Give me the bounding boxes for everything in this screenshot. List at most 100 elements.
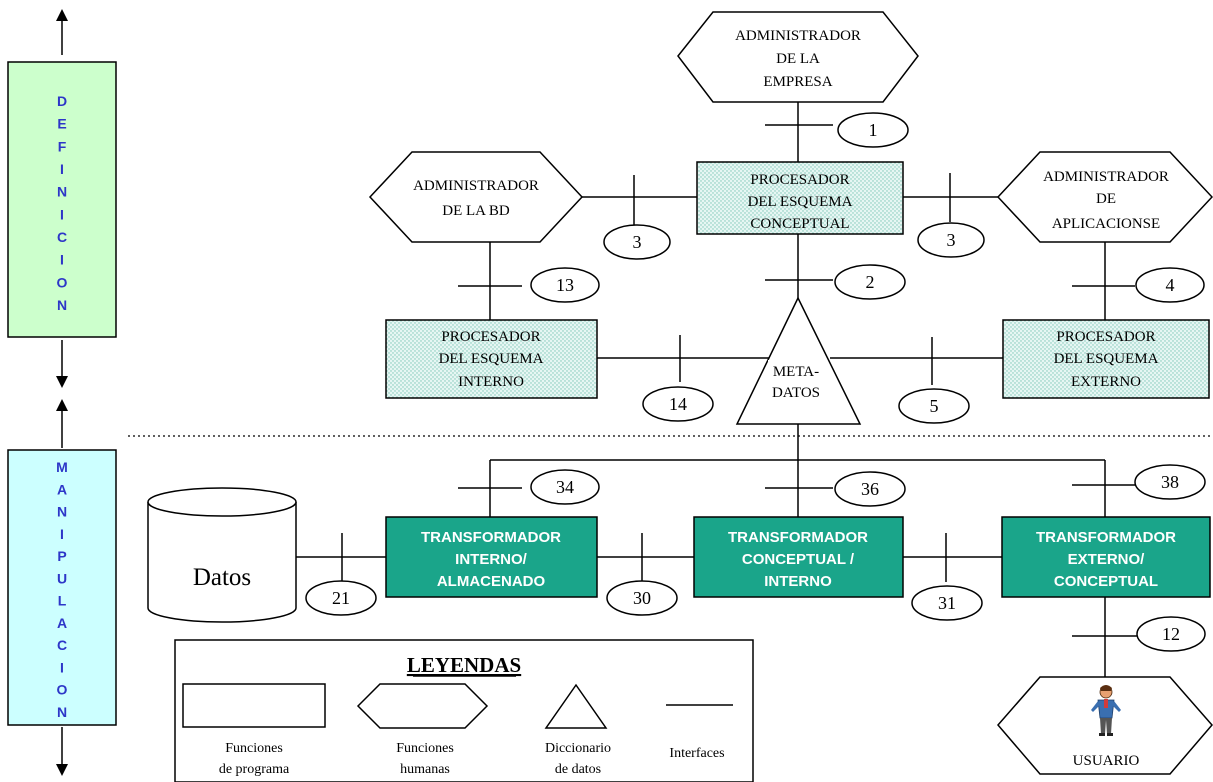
interface-label-5: 5 (898, 388, 970, 424)
interface-label-3: 3 (917, 222, 985, 258)
svg-text:ADMINISTRADOR: ADMINISTRADOR (413, 178, 539, 194)
interface-label-14: 14 (642, 386, 714, 422)
interface-label-3: 3 (603, 224, 671, 260)
user-figure-icon (1091, 685, 1121, 736)
svg-text:Funciones: Funciones (396, 741, 454, 756)
svg-text:14: 14 (669, 394, 687, 414)
interface-label-38: 38 (1134, 464, 1206, 500)
transformador-interno-node: TRANSFORMADOR INTERNO/ ALMACENADO (385, 516, 598, 598)
svg-text:META-: META- (773, 364, 819, 380)
svg-text:USUARIO: USUARIO (1073, 753, 1140, 769)
svg-text:36: 36 (861, 479, 879, 499)
svg-text:3: 3 (633, 232, 642, 252)
svg-text:CONCEPTUAL: CONCEPTUAL (1054, 573, 1158, 590)
interface-label-13: 13 (530, 267, 600, 303)
sidebar-letter: O (57, 274, 68, 290)
svg-text:Datos: Datos (193, 564, 251, 591)
sidebar-letter: L (58, 593, 67, 609)
svg-text:13: 13 (556, 275, 574, 295)
svg-text:INTERNO/: INTERNO/ (455, 551, 528, 568)
svg-text:TRANSFORMADOR: TRANSFORMADOR (1036, 529, 1176, 546)
interface-label-36: 36 (834, 471, 906, 507)
svg-text:4: 4 (1166, 275, 1175, 295)
interface-label-4: 4 (1135, 267, 1205, 303)
svg-text:Diccionario: Diccionario (545, 741, 611, 756)
svg-text:humanas: humanas (400, 762, 450, 777)
sidebar-letter: I (60, 526, 64, 542)
svg-text:CONCEPTUAL: CONCEPTUAL (750, 216, 849, 232)
sidebar-letter: A (57, 481, 67, 497)
svg-text:1: 1 (869, 120, 878, 140)
procesador-conceptual-node: PROCESADOR DEL ESQUEMA CONCEPTUAL (696, 161, 904, 235)
interface-label-34: 34 (530, 469, 600, 505)
svg-text:PROCESADOR: PROCESADOR (441, 329, 540, 345)
legend-triangle-shape (544, 683, 608, 729)
sidebar-letter: C (57, 637, 67, 653)
sidebar-letter: I (60, 161, 64, 177)
interface-label-30: 30 (606, 580, 678, 616)
svg-text:3: 3 (947, 230, 956, 250)
svg-text:31: 31 (938, 593, 956, 613)
procesador-externo-node: PROCESADOR DEL ESQUEMA EXTERNO (1002, 319, 1210, 399)
svg-text:12: 12 (1162, 624, 1180, 644)
svg-text:DE: DE (1096, 191, 1116, 207)
sidebar-letter: F (58, 138, 67, 154)
svg-text:APLICACIONSE: APLICACIONSE (1052, 216, 1160, 232)
svg-text:ALMACENADO: ALMACENADO (437, 573, 546, 590)
svg-text:34: 34 (556, 477, 574, 497)
sidebar-letter: E (57, 116, 66, 132)
svg-text:de datos: de datos (555, 762, 601, 777)
svg-text:PROCESADOR: PROCESADOR (750, 172, 849, 188)
procesador-interno-node: PROCESADOR DEL ESQUEMA INTERNO (385, 319, 598, 399)
svg-text:CONCEPTUAL /: CONCEPTUAL / (742, 551, 855, 568)
usuario-node: USUARIO (997, 676, 1213, 775)
svg-text:30: 30 (633, 588, 651, 608)
svg-text:DE LA: DE LA (776, 51, 820, 67)
metadatos-node: META- DATOS (735, 296, 862, 425)
transformador-externo-node: TRANSFORMADOR EXTERNO/ CONCEPTUAL (1001, 516, 1211, 598)
sidebar-letter: U (57, 570, 67, 586)
sidebar-letter: I (60, 659, 64, 675)
svg-text:INTERNO: INTERNO (764, 573, 832, 590)
datos-cylinder: Datos (147, 487, 297, 623)
svg-text:ADMINISTRADOR: ADMINISTRADOR (1043, 169, 1169, 185)
svg-text:Funciones: Funciones (225, 741, 283, 756)
transformador-conceptual-node: TRANSFORMADOR CONCEPTUAL / INTERNO (693, 516, 904, 598)
sidebar-letter: C (57, 229, 67, 245)
sidebar-letter: A (57, 615, 67, 631)
svg-text:DEL ESQUEMA: DEL ESQUEMA (1054, 351, 1159, 367)
interface-label-21: 21 (305, 580, 377, 616)
svg-text:EMPRESA: EMPRESA (763, 74, 832, 90)
svg-text:DEL ESQUEMA: DEL ESQUEMA (439, 351, 544, 367)
sidebar-letter: I (60, 206, 64, 222)
sidebar-letter: I (60, 252, 64, 268)
sidebar-letter: M (56, 459, 68, 475)
svg-text:PROCESADOR: PROCESADOR (1056, 329, 1155, 345)
interface-label-2: 2 (834, 264, 906, 300)
svg-text:38: 38 (1161, 472, 1179, 492)
legend-rectangle-shape (182, 683, 326, 728)
sidebar-letter: N (57, 184, 67, 200)
svg-text:DE LA BD: DE LA BD (442, 203, 510, 219)
svg-text:TRANSFORMADOR: TRANSFORMADOR (728, 529, 868, 546)
svg-text:DATOS: DATOS (772, 385, 820, 401)
sidebar-letter: P (57, 548, 66, 564)
svg-text:21: 21 (332, 588, 350, 608)
svg-text:INTERNO: INTERNO (458, 374, 524, 390)
sidebar-letter: N (57, 704, 67, 720)
interface-label-12: 12 (1136, 616, 1206, 652)
legend-hexagon-shape (356, 683, 489, 729)
svg-text:DEL ESQUEMA: DEL ESQUEMA (748, 194, 853, 210)
admin-aplicaciones-node: ADMINISTRADOR DE APLICACIONSE (996, 151, 1213, 243)
svg-text:EXTERNO: EXTERNO (1071, 374, 1141, 390)
svg-text:TRANSFORMADOR: TRANSFORMADOR (421, 529, 561, 546)
svg-text:de programa: de programa (219, 762, 290, 777)
interface-label-31: 31 (911, 585, 983, 621)
sidebar-letter: N (57, 504, 67, 520)
admin-empresa-node: ADMINISTRADOR DE LA EMPRESA (677, 11, 919, 103)
svg-text:LEYENDAS: LEYENDAS (407, 653, 521, 677)
sidebar-letter: D (57, 93, 67, 109)
sidebar-letter: N (57, 297, 67, 313)
